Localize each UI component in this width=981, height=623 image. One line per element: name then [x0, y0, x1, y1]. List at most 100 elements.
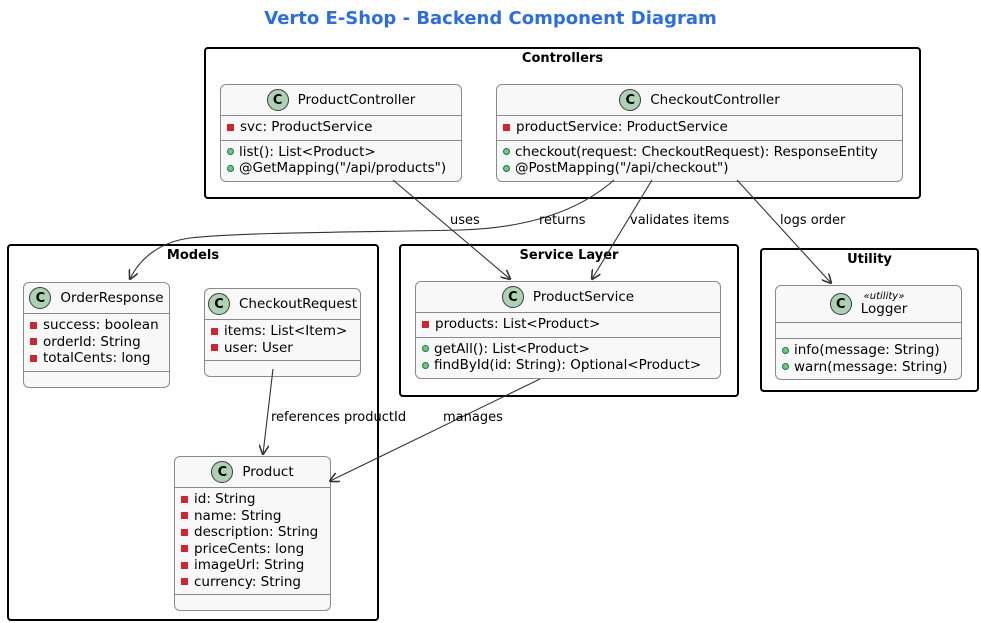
class-fields	[776, 323, 961, 339]
class-header: C CheckoutController	[497, 85, 902, 116]
field-row: name: String	[181, 508, 324, 525]
class-checkout-request[interactable]: C CheckoutRequest items: List<Item> user…	[204, 288, 361, 377]
private-icon	[181, 561, 188, 569]
class-c-icon: C	[619, 89, 642, 111]
private-icon	[181, 578, 188, 586]
edge-uses	[392, 179, 510, 279]
class-methods: checkout(request: CheckoutRequest): Resp…	[497, 141, 902, 181]
field-row: priceCents: long	[181, 541, 324, 558]
diagram-title: Verto E-Shop - Backend Component Diagram	[264, 8, 717, 29]
class-name: CheckoutRequest	[239, 296, 357, 312]
public-icon	[782, 346, 789, 354]
class-c-icon: C	[208, 293, 230, 315]
class-header: C ProductService	[416, 282, 720, 313]
private-icon	[181, 528, 188, 536]
public-icon	[503, 148, 510, 156]
class-c-icon: C	[211, 461, 234, 483]
method-row: info(message: String)	[782, 342, 955, 359]
class-header: C «utility» Logger	[776, 286, 961, 323]
field-row: currency: String	[181, 574, 324, 591]
method-row: findById(id: String): Optional<Product>	[422, 357, 714, 374]
class-fields: items: List<Item> user: User	[205, 320, 360, 361]
field-row: orderId: String	[30, 334, 163, 351]
class-name: OrderResponse	[60, 290, 164, 306]
class-checkout-controller[interactable]: C CheckoutController productService: Pro…	[496, 84, 903, 182]
private-icon	[181, 545, 188, 553]
edge-manages	[330, 378, 541, 481]
public-icon	[422, 345, 429, 353]
method-row: @PostMapping("/api/checkout")	[503, 160, 896, 177]
method-row: @GetMapping("/api/products")	[227, 160, 455, 177]
class-fields: success: boolean orderId: String totalCe…	[24, 314, 169, 372]
edge-returns	[130, 179, 615, 279]
field-row: user: User	[211, 340, 354, 357]
private-icon	[30, 338, 37, 346]
class-product-service[interactable]: C ProductService products: List<Product>…	[415, 281, 721, 379]
edge-label-manages: manages	[443, 410, 503, 425]
field-row: productService: ProductService	[503, 119, 896, 136]
class-c-icon: C	[266, 89, 289, 111]
field-row: imageUrl: String	[181, 557, 324, 574]
class-header: C Product	[175, 457, 330, 488]
class-stereotype: «utility»	[863, 290, 905, 302]
public-icon	[503, 164, 510, 172]
class-c-icon: C	[29, 287, 52, 309]
private-icon	[422, 320, 429, 328]
field-row: products: List<Product>	[422, 316, 714, 333]
method-row: warn(message: String)	[782, 359, 955, 376]
field-row: description: String	[181, 524, 324, 541]
private-icon	[211, 344, 218, 352]
class-name: ProductService	[532, 289, 635, 305]
field-row: success: boolean	[30, 317, 163, 334]
class-c-icon: C	[501, 286, 524, 308]
edge-label-logs: logs order	[780, 213, 846, 228]
class-fields: products: List<Product>	[416, 313, 720, 338]
public-icon	[422, 361, 429, 369]
public-icon	[227, 148, 234, 156]
field-row: items: List<Item>	[211, 323, 354, 340]
class-fields: id: String name: String description: Str…	[175, 488, 330, 595]
edge-label-returns: returns	[539, 213, 586, 228]
class-logger[interactable]: C «utility» Logger info(message: String)…	[775, 285, 962, 380]
method-row: checkout(request: CheckoutRequest): Resp…	[503, 144, 896, 161]
edge-label-references: references productId	[271, 410, 407, 425]
edge-references	[263, 368, 274, 454]
private-icon	[30, 354, 37, 362]
edge-label-validates: validates items	[630, 213, 730, 228]
private-icon	[503, 123, 510, 131]
class-product[interactable]: C Product id: String name: String descri…	[174, 456, 331, 611]
edge-logs	[736, 179, 831, 283]
private-icon	[211, 327, 218, 335]
package-title: Service Layer	[519, 248, 619, 263]
package-title: Models	[166, 248, 220, 263]
class-fields: svc: ProductService	[221, 116, 461, 141]
edge-validates	[592, 179, 653, 279]
class-name: ProductController	[297, 92, 416, 108]
package-title: Controllers	[521, 51, 604, 66]
class-methods: getAll(): List<Product> findById(id: Str…	[416, 338, 720, 378]
class-name: CheckoutController	[650, 92, 780, 108]
class-name: Logger	[860, 301, 908, 318]
private-icon	[181, 495, 188, 503]
edge-label-uses: uses	[450, 213, 480, 228]
private-icon	[227, 123, 234, 131]
class-methods: info(message: String) warn(message: Stri…	[776, 339, 961, 379]
private-icon	[181, 512, 188, 520]
class-c-icon: C	[829, 293, 852, 315]
class-fields: productService: ProductService	[497, 116, 902, 141]
field-row: id: String	[181, 491, 324, 508]
package-title: Utility	[847, 252, 892, 267]
private-icon	[30, 321, 37, 329]
class-header: C CheckoutRequest	[205, 289, 360, 320]
field-row: totalCents: long	[30, 350, 163, 367]
class-order-response[interactable]: C OrderResponse success: boolean orderId…	[23, 282, 170, 388]
class-header: C OrderResponse	[24, 283, 169, 314]
class-product-controller[interactable]: C ProductController svc: ProductService …	[220, 84, 462, 182]
public-icon	[782, 363, 789, 371]
class-name: Product	[242, 464, 294, 480]
method-row: list(): List<Product>	[227, 144, 455, 161]
method-row: getAll(): List<Product>	[422, 341, 714, 358]
public-icon	[227, 164, 234, 172]
field-row: svc: ProductService	[227, 119, 455, 136]
